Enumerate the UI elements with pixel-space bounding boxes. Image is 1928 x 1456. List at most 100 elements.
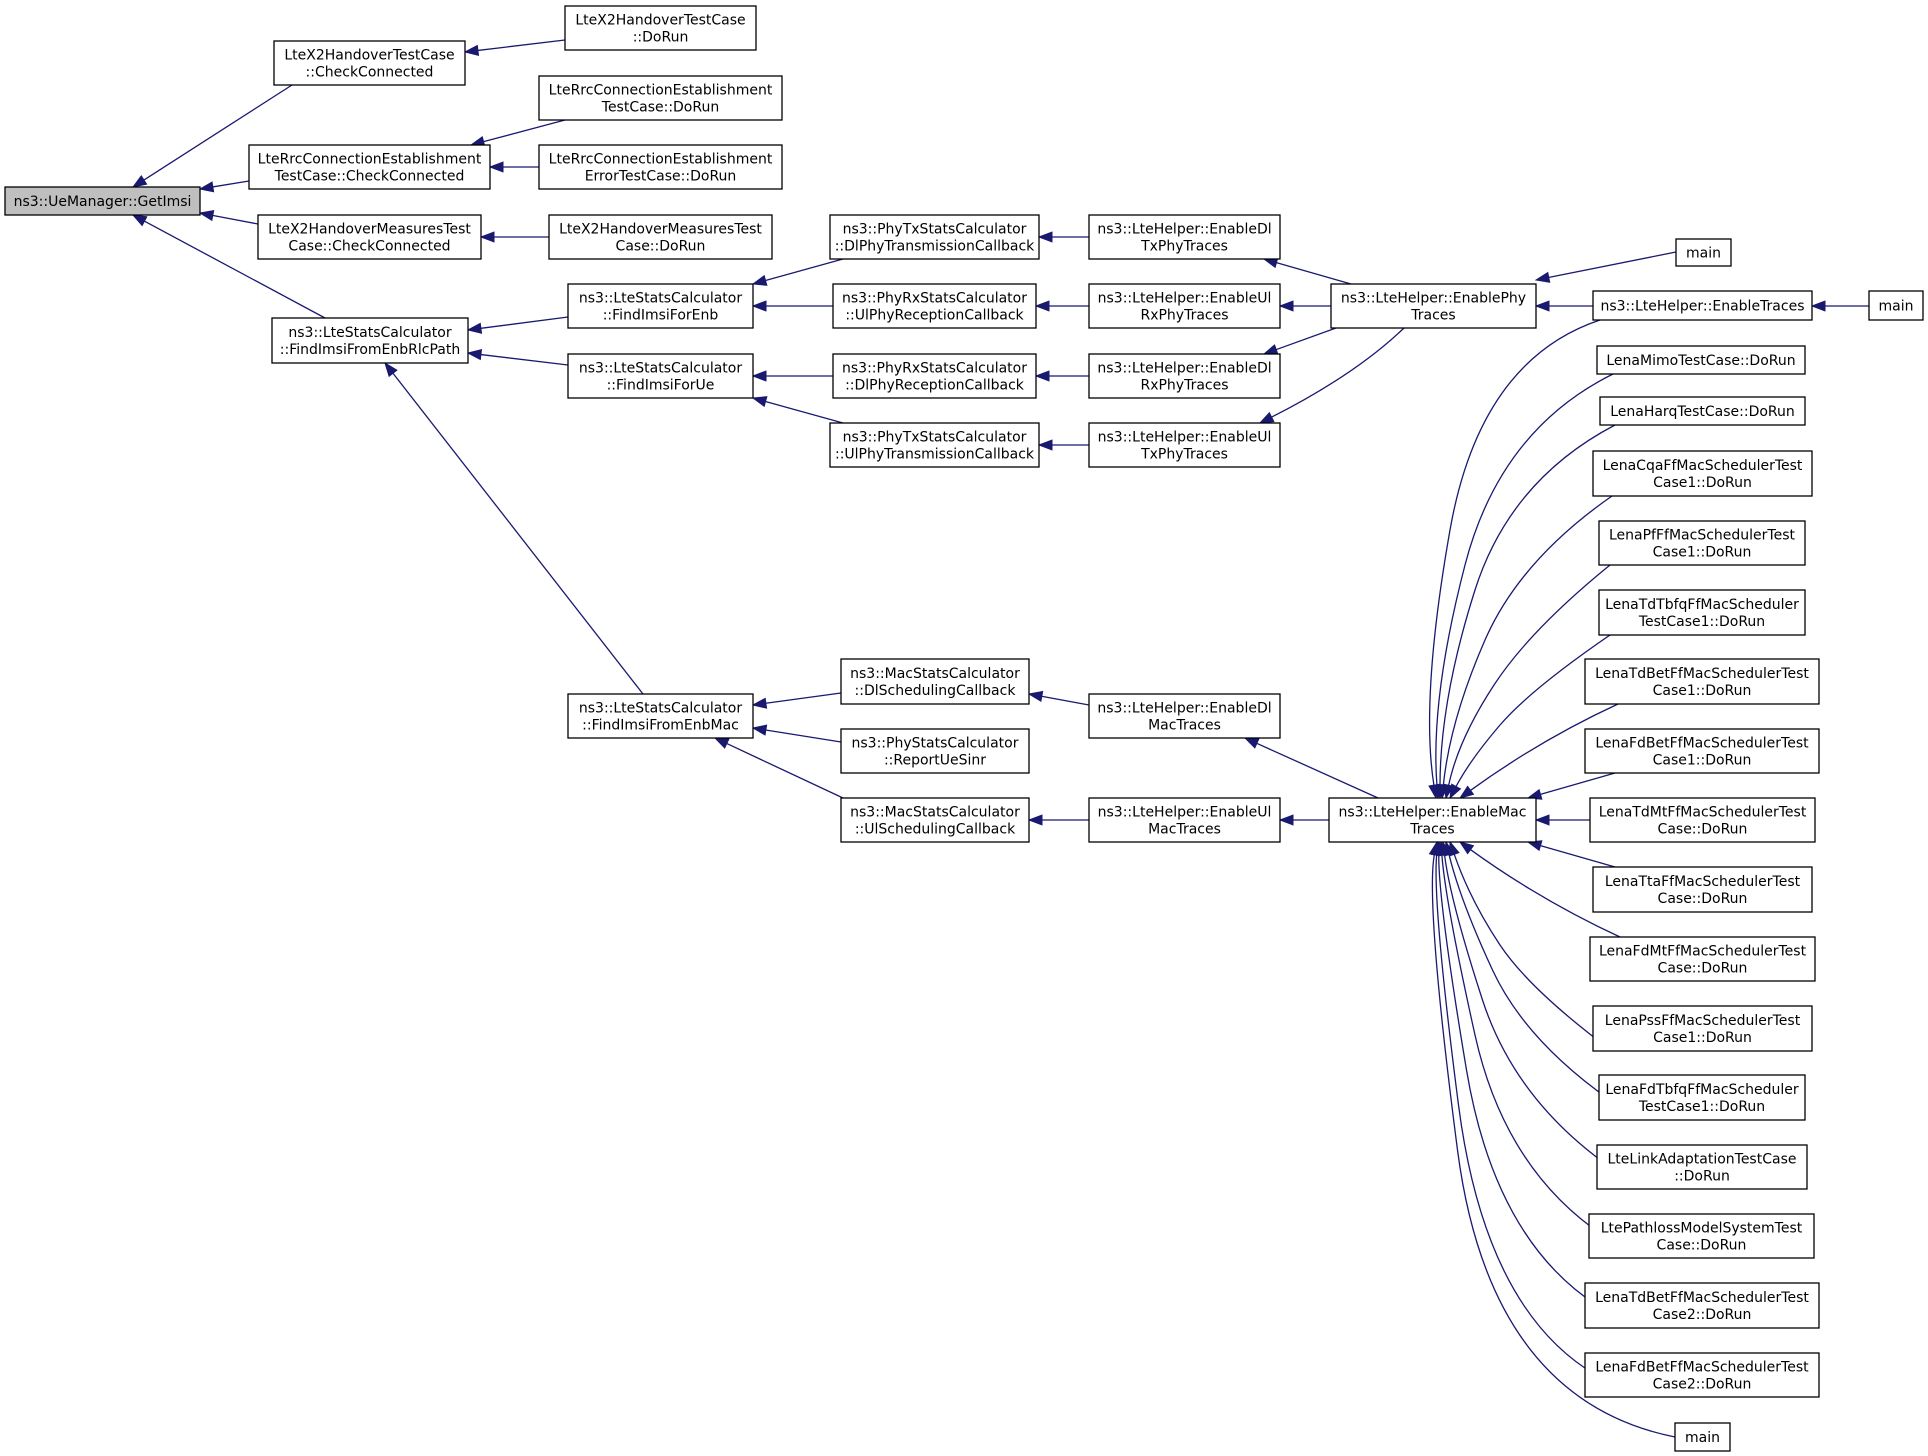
arrowhead-icon: [1262, 344, 1279, 355]
node-label: LenaTdBetFfMacSchedulerTest: [1595, 1290, 1809, 1306]
node-box: [840, 658, 1030, 705]
arrowhead-icon: [1037, 231, 1053, 243]
node-label: Traces: [1410, 308, 1455, 324]
call-edge-rrc_dorun-to-rrc_cc: [469, 119, 566, 148]
node-label: LteX2HandoverMeasuresTest: [268, 222, 471, 238]
node-main-b[interactable]: main: [1868, 290, 1924, 321]
node-label: ::DoRun: [633, 30, 689, 46]
edge-line: [1435, 373, 1614, 787]
node-phy-sinr[interactable]: ns3::PhyStatsCalculator::ReportUeSinr: [840, 728, 1030, 774]
node-label: main: [1879, 299, 1914, 315]
node-box: [538, 75, 783, 121]
node-ptx-ul[interactable]: ns3::PhyTxStatsCalculator::UlPhyTransmis…: [829, 422, 1040, 468]
node-box: [1088, 353, 1281, 399]
node-label: ns3::LteStatsCalculator: [288, 325, 451, 341]
call-edge-t_fdbet1-to-en_mac: [1526, 772, 1616, 800]
node-rrc-err-dorun[interactable]: LteRrcConnectionEstablishmentErrorTestCa…: [538, 144, 783, 190]
arrowhead-icon: [1278, 814, 1294, 826]
arrowhead-icon: [1034, 300, 1050, 312]
call-edge-phy_sinr-to-fi_mac: [751, 724, 842, 743]
node-mac-ul[interactable]: ns3::MacStatsCalculator::UlSchedulingCal…: [840, 797, 1030, 843]
call-edge-t_tta-to-en_mac: [1526, 840, 1616, 868]
node-t-mimo[interactable]: LenaMimoTestCase::DoRun: [1596, 345, 1806, 375]
node-ptx-dl[interactable]: ns3::PhyTxStatsCalculator::DlPhyTransmis…: [829, 214, 1040, 260]
node-x2hm-cc[interactable]: LteX2HandoverMeasuresTestCase::CheckConn…: [257, 214, 482, 260]
node-box: [248, 144, 491, 190]
node-label: Case1::DoRun: [1653, 683, 1752, 699]
node-label: ns3::LteHelper::EnableDl: [1097, 361, 1271, 377]
node-label: LenaMimoTestCase::DoRun: [1606, 353, 1795, 369]
node-rrc-cc[interactable]: LteRrcConnectionEstablishmentTestCase::C…: [248, 144, 491, 190]
call-edge-en_phy-to-en_dlrx: [1262, 327, 1337, 355]
edge-line: [1539, 844, 1616, 868]
node-fi-enb[interactable]: ns3::LteStatsCalculator::FindImsiForEnb: [567, 283, 754, 329]
arrowhead-icon: [384, 361, 398, 378]
node-en-traces[interactable]: ns3::LteHelper::EnableTraces: [1592, 290, 1813, 321]
call-edge-fi_mac-to-fi_rlc: [384, 361, 644, 695]
node-label: TestCase::DoRun: [601, 100, 719, 116]
node-label: ns3::LteHelper::EnablePhy: [1341, 291, 1526, 307]
node-main-c[interactable]: main: [1674, 1422, 1731, 1452]
node-label: LenaHarqTestCase::DoRun: [1610, 404, 1795, 420]
node-x2ho-cc[interactable]: LteX2HandoverTestCase::CheckConnected: [273, 40, 466, 86]
arrowhead-icon: [1278, 300, 1294, 312]
arrowhead-icon: [1449, 783, 1462, 800]
node-main-a[interactable]: main: [1675, 238, 1732, 267]
node-rrc-dorun[interactable]: LteRrcConnectionEstablishmentTestCase::D…: [538, 75, 783, 121]
call-edge-t_fdtbfq-to-en_mac: [1443, 840, 1611, 1101]
node-prx-ul[interactable]: ns3::PhyRxStatsCalculator::UlPhyReceptio…: [832, 283, 1037, 329]
node-label: TxPhyTraces: [1140, 447, 1228, 463]
node-box: [548, 214, 773, 260]
node-fi-ue[interactable]: ns3::LteStatsCalculator::FindImsiForUe: [567, 353, 754, 399]
node-label: Case::CheckConnected: [288, 239, 450, 255]
node-t-harq[interactable]: LenaHarqTestCase::DoRun: [1599, 396, 1806, 426]
node-t-linkad[interactable]: LteLinkAdaptationTestCase::DoRun: [1596, 1144, 1808, 1190]
edge-line: [1040, 695, 1090, 706]
node-box: [1088, 283, 1281, 329]
node-label: ::DlSchedulingCallback: [855, 683, 1017, 699]
node-box: [1592, 290, 1813, 321]
node-fi-rlc[interactable]: ns3::LteStatsCalculator::FindImsiFromEnb…: [271, 317, 469, 364]
call-edge-prx_ul-to-fi_enb: [751, 300, 833, 312]
arrowhead-icon: [488, 161, 504, 173]
call-edge-rrc_cc-to-getimsi: [198, 180, 250, 193]
node-label: LenaCqaFfMacSchedulerTest: [1603, 458, 1803, 474]
node-mac-dl[interactable]: ns3::MacStatsCalculator::DlSchedulingCal…: [840, 658, 1030, 705]
node-getimsi[interactable]: ns3::UeManager::GetImsi: [4, 186, 201, 216]
node-x2ho-dorun[interactable]: LteX2HandoverTestCase::DoRun: [564, 5, 757, 51]
arrowhead-icon: [751, 300, 767, 312]
node-box: [832, 283, 1037, 329]
node-label: MacTraces: [1148, 718, 1221, 734]
node-label: TxPhyTraces: [1140, 239, 1228, 255]
node-label: Case::DoRun: [1658, 891, 1748, 907]
call-edge-mac_ul-to-fi_mac: [713, 737, 844, 799]
node-fi-mac[interactable]: ns3::LteStatsCalculator::FindImsiFromEnb…: [567, 693, 754, 739]
node-box: [1674, 1422, 1731, 1452]
node-label: LenaTtaFfMacSchedulerTest: [1605, 874, 1801, 890]
node-prx-dl[interactable]: ns3::PhyRxStatsCalculator::DlPhyReceptio…: [832, 353, 1037, 399]
call-edge-en_dltx-to-ptx_dl: [1037, 231, 1089, 243]
node-label: ns3::PhyRxStatsCalculator: [842, 361, 1027, 377]
